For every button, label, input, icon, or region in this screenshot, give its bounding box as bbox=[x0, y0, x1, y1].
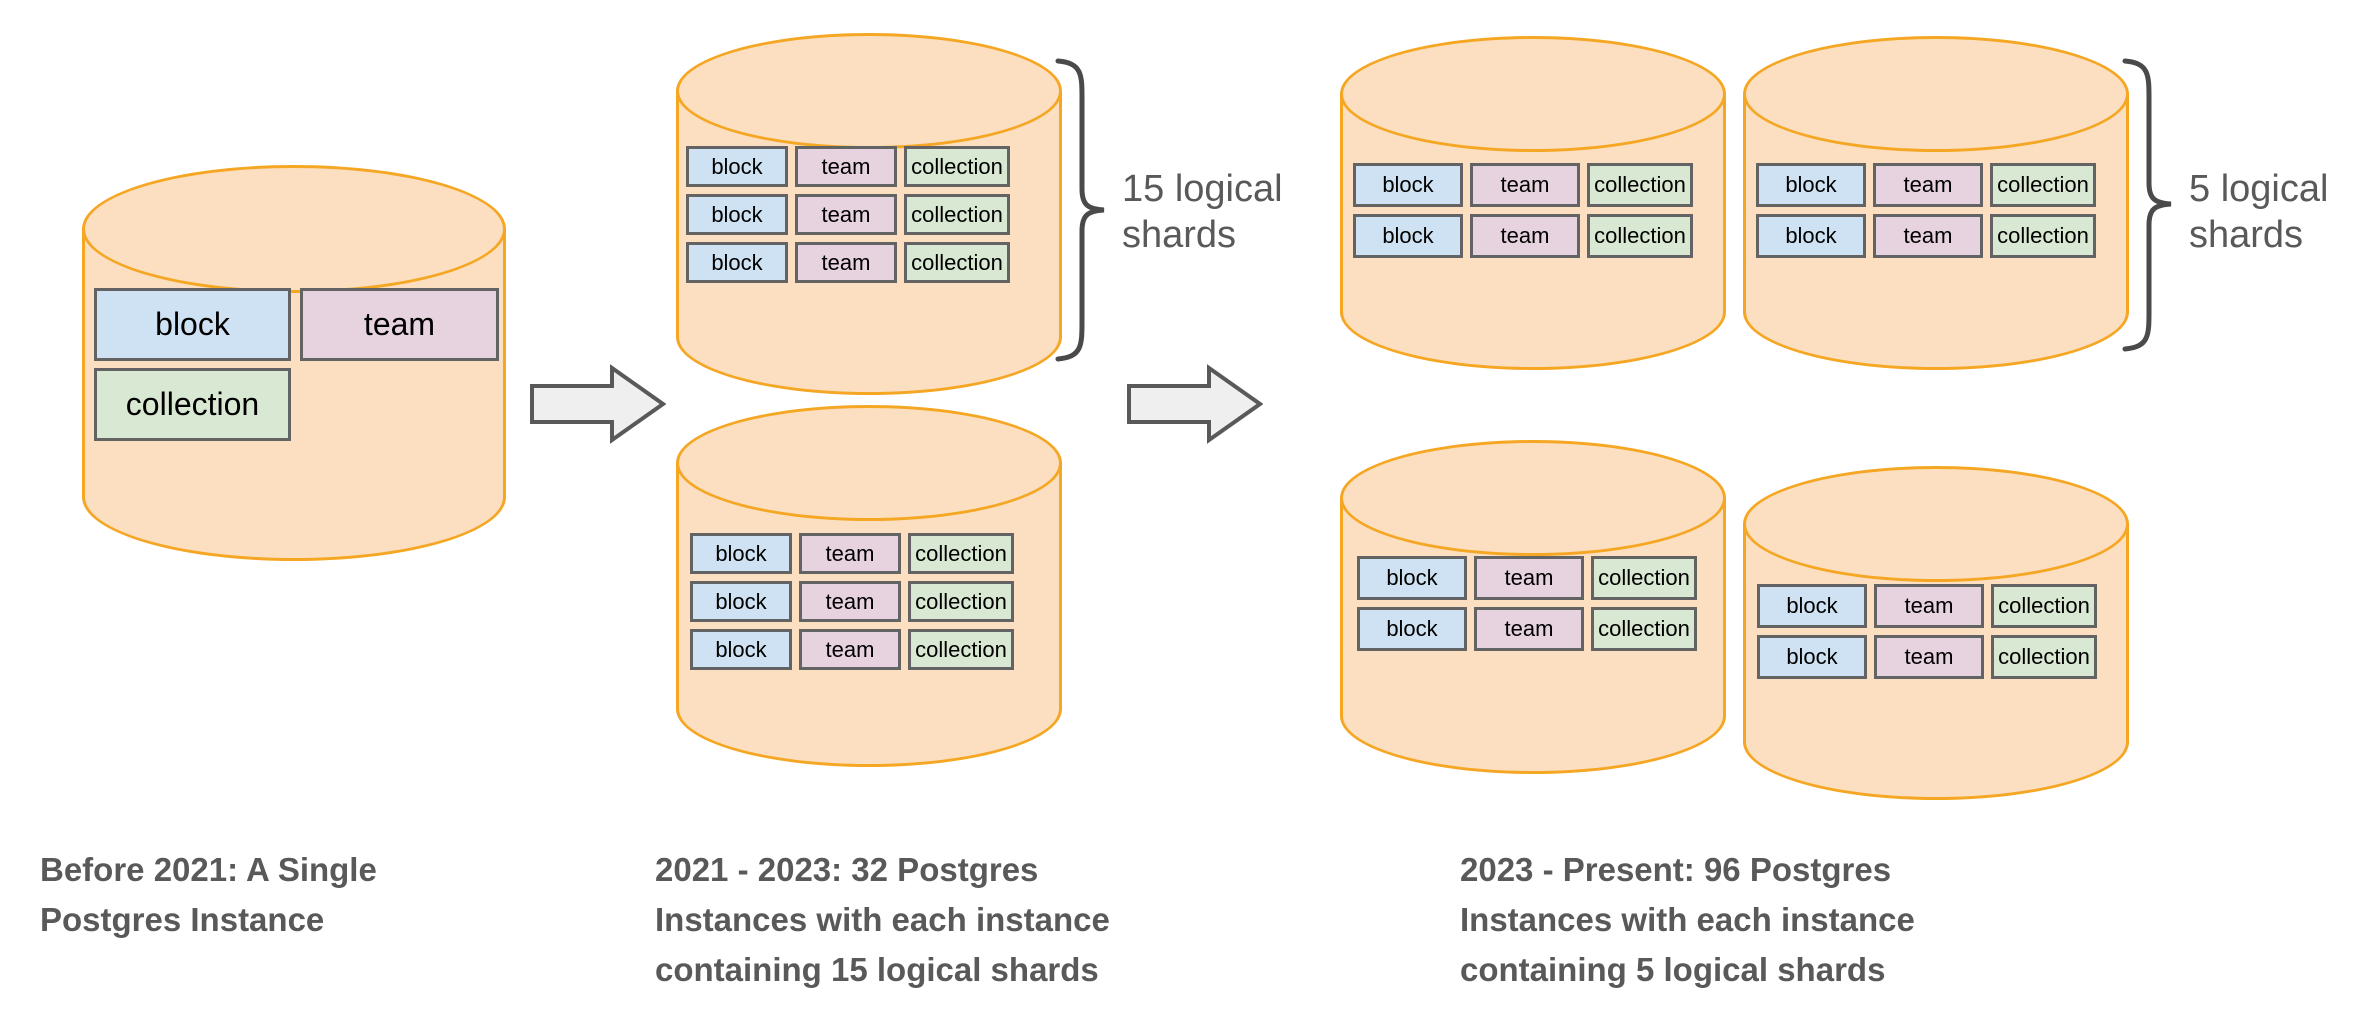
shard-row: block team collection bbox=[1357, 556, 1697, 600]
cylinder-top-ellipse bbox=[676, 33, 1062, 149]
cylinder-top-ellipse bbox=[1743, 36, 2129, 152]
stage2-shard-grid-2: block team collection block team collect… bbox=[690, 533, 1014, 670]
shard-table-team[interactable]: team bbox=[1873, 214, 1983, 258]
shard-table-team[interactable]: team bbox=[1470, 163, 1580, 207]
stage1-shard-grid: block team collection bbox=[94, 288, 499, 441]
shard-table-block[interactable]: block bbox=[690, 581, 792, 622]
shard-table-collection[interactable]: collection bbox=[904, 194, 1010, 235]
stage1-postgres-instance-cylinder bbox=[82, 165, 506, 561]
stage1-caption: Before 2021: A Single Postgres Instance bbox=[40, 851, 377, 938]
shard-table-collection[interactable]: collection bbox=[904, 242, 1010, 283]
shard-table-team[interactable]: team bbox=[799, 533, 901, 574]
shard-table-block[interactable]: block bbox=[686, 146, 788, 187]
shard-table-collection[interactable]: collection bbox=[1587, 163, 1693, 207]
shard-table-team[interactable]: team bbox=[1474, 556, 1584, 600]
shard-row: block team bbox=[94, 288, 499, 361]
shard-table-collection[interactable]: collection bbox=[1991, 584, 2097, 628]
shard-row: block team collection bbox=[690, 581, 1014, 622]
shard-row: block team collection bbox=[1353, 163, 1693, 207]
shard-table-collection[interactable]: collection bbox=[1587, 214, 1693, 258]
stage3-shard-grid-3: block team collection block team collect… bbox=[1357, 556, 1697, 651]
shard-row: block team collection bbox=[1357, 607, 1697, 651]
shard-table-collection[interactable]: collection bbox=[908, 533, 1014, 574]
shard-table-collection[interactable]: collection bbox=[908, 581, 1014, 622]
shard-table-team[interactable]: team bbox=[1470, 214, 1580, 258]
shard-row: block team collection bbox=[1353, 214, 1693, 258]
shard-table-block[interactable]: block bbox=[686, 194, 788, 235]
cylinder-top-ellipse bbox=[1743, 466, 2129, 582]
shard-table-block[interactable]: block bbox=[690, 629, 792, 670]
shard-table-block[interactable]: block bbox=[1757, 635, 1867, 679]
stage3-postgres-instance-cylinder-4 bbox=[1743, 466, 2129, 800]
shard-table-block[interactable]: block bbox=[690, 533, 792, 574]
stage2-shard-count-brace bbox=[1052, 55, 1122, 365]
shard-row: block team collection bbox=[690, 629, 1014, 670]
shard-table-collection[interactable]: collection bbox=[904, 146, 1010, 187]
stage3-shard-grid-2: block team collection block team collect… bbox=[1756, 163, 2096, 258]
stage2-shard-grid-1: block team collection block team collect… bbox=[686, 146, 1010, 283]
shard-table-collection[interactable]: collection bbox=[1591, 607, 1697, 651]
shard-table-team[interactable]: team bbox=[795, 146, 897, 187]
shard-table-block[interactable]: block bbox=[1357, 607, 1467, 651]
shard-row: block team collection bbox=[686, 146, 1010, 187]
shard-table-block[interactable]: block bbox=[94, 288, 291, 361]
stage3-shard-count-brace bbox=[2119, 55, 2189, 355]
cylinder-top-ellipse bbox=[1340, 36, 1726, 152]
stage3-caption: 2023 - Present: 96 Postgres Instances wi… bbox=[1460, 851, 1915, 988]
stage2-shard-count-label: 15 logical shards bbox=[1122, 168, 1283, 256]
shard-table-block[interactable]: block bbox=[686, 242, 788, 283]
shard-row: block team collection bbox=[690, 533, 1014, 574]
stage3-shard-grid-1: block team collection block team collect… bbox=[1353, 163, 1693, 258]
shard-table-collection[interactable]: collection bbox=[1990, 214, 2096, 258]
shard-table-block[interactable]: block bbox=[1353, 214, 1463, 258]
cylinder-top-ellipse bbox=[676, 405, 1062, 521]
cylinder-top-ellipse bbox=[82, 165, 506, 293]
shard-table-team[interactable]: team bbox=[1874, 635, 1984, 679]
shard-table-collection[interactable]: collection bbox=[94, 368, 291, 441]
shard-table-collection[interactable]: collection bbox=[1991, 635, 2097, 679]
shard-row: block team collection bbox=[1756, 214, 2096, 258]
shard-row: block team collection bbox=[1757, 584, 2097, 628]
shard-table-team[interactable]: team bbox=[795, 194, 897, 235]
stage3-shard-grid-4: block team collection block team collect… bbox=[1757, 584, 2097, 679]
shard-table-collection[interactable]: collection bbox=[908, 629, 1014, 670]
shard-table-team[interactable]: team bbox=[300, 288, 499, 361]
shard-table-block[interactable]: block bbox=[1357, 556, 1467, 600]
shard-table-block[interactable]: block bbox=[1353, 163, 1463, 207]
shard-table-team[interactable]: team bbox=[799, 629, 901, 670]
shard-row: block team collection bbox=[1756, 163, 2096, 207]
shard-table-block[interactable]: block bbox=[1756, 163, 1866, 207]
shard-table-team[interactable]: team bbox=[795, 242, 897, 283]
shard-table-block[interactable]: block bbox=[1757, 584, 1867, 628]
shard-row: block team collection bbox=[686, 242, 1010, 283]
shard-table-collection[interactable]: collection bbox=[1990, 163, 2096, 207]
stage3-shard-count-label: 5 logical shards bbox=[2189, 168, 2329, 256]
shard-table-team[interactable]: team bbox=[1474, 607, 1584, 651]
shard-table-team[interactable]: team bbox=[1873, 163, 1983, 207]
transition-arrow-stage1-to-stage2 bbox=[529, 364, 667, 444]
shard-row: collection bbox=[94, 368, 499, 441]
stage3-postgres-instance-cylinder-3 bbox=[1340, 440, 1726, 774]
transition-arrow-stage2-to-stage3 bbox=[1126, 364, 1264, 444]
shard-row: block team collection bbox=[1757, 635, 2097, 679]
shard-table-block[interactable]: block bbox=[1756, 214, 1866, 258]
shard-table-team[interactable]: team bbox=[799, 581, 901, 622]
shard-table-collection[interactable]: collection bbox=[1591, 556, 1697, 600]
cylinder-top-ellipse bbox=[1340, 440, 1726, 556]
shard-row: block team collection bbox=[686, 194, 1010, 235]
stage2-caption: 2021 - 2023: 32 Postgres Instances with … bbox=[655, 851, 1110, 988]
shard-table-team[interactable]: team bbox=[1874, 584, 1984, 628]
